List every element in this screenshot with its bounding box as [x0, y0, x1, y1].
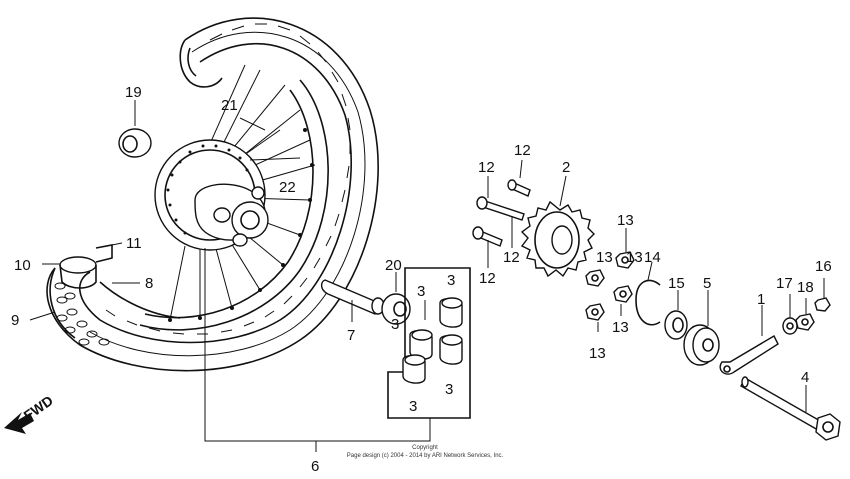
part-4-axle [740, 376, 841, 441]
callout-20: 20 [385, 257, 402, 274]
callout-13a: 13 [617, 212, 634, 229]
callout-12b: 12 [478, 159, 495, 176]
callout-12d: 12 [479, 270, 496, 287]
callout-14: 14 [644, 249, 661, 266]
part-19-bearing [118, 100, 152, 158]
callout-8: 8 [145, 275, 153, 292]
fwd-label: FWD [21, 392, 56, 423]
spokes [169, 64, 316, 321]
callout-17: 17 [776, 275, 793, 292]
callout-13b: 13 [596, 249, 613, 266]
callout-16: 16 [815, 258, 832, 275]
part-15-bearing [664, 290, 688, 340]
parts-16-17-18-hardware [782, 278, 831, 335]
part-14-circlip [635, 261, 661, 326]
callout-3e: 3 [409, 398, 417, 415]
callout-3b: 3 [417, 283, 425, 300]
callout-22: 22 [279, 179, 296, 196]
callout-3a: 3 [447, 272, 455, 289]
callout-4: 4 [801, 369, 809, 386]
callout-18: 18 [797, 279, 814, 296]
callout-7: 7 [347, 327, 355, 344]
callout-21: 21 [221, 97, 238, 114]
callout-15: 15 [668, 275, 685, 292]
callout-6: 6 [311, 458, 319, 475]
part-5-flange [683, 290, 720, 366]
callout-5: 5 [703, 275, 711, 292]
copyright-line-2: Page design (c) 2004 - 2014 by ARI Netwo… [347, 453, 504, 459]
callout-labels: 1 2 3 3 3 3 3 4 5 6 7 8 9 10 11 12 12 12… [11, 84, 832, 475]
callout-13e: 13 [589, 345, 606, 362]
callout-9: 9 [11, 312, 19, 329]
callout-1: 1 [757, 291, 765, 308]
part-20-bearing [381, 272, 411, 325]
wheel-hub [154, 117, 301, 251]
callout-11: 11 [126, 235, 142, 252]
tire [46, 17, 379, 372]
callout-3d: 3 [445, 381, 453, 398]
callout-13c: 13 [626, 249, 643, 266]
callout-3c: 3 [391, 316, 399, 333]
part-2-sprocket [520, 175, 595, 278]
callout-13d: 13 [612, 319, 629, 336]
part-12-bolts [472, 159, 531, 268]
callout-12a: 12 [514, 142, 531, 159]
callout-10: 10 [14, 257, 31, 274]
copyright-line-1: Copyright [412, 445, 438, 451]
copyright-notice: Copyright Page design (c) 2004 - 2014 by… [347, 445, 504, 459]
part-1-adjuster [719, 305, 779, 375]
part-7-distance-collar [320, 279, 385, 322]
part-6-leader [204, 248, 431, 452]
callout-2: 2 [562, 159, 570, 176]
part-13-nuts [585, 228, 635, 332]
part-10-rim-lock [29, 242, 181, 321]
part-3-damper-group [387, 267, 471, 419]
callout-19: 19 [125, 84, 142, 101]
forward-direction-arrow: FWD [4, 392, 56, 434]
callout-12c: 12 [503, 249, 520, 266]
